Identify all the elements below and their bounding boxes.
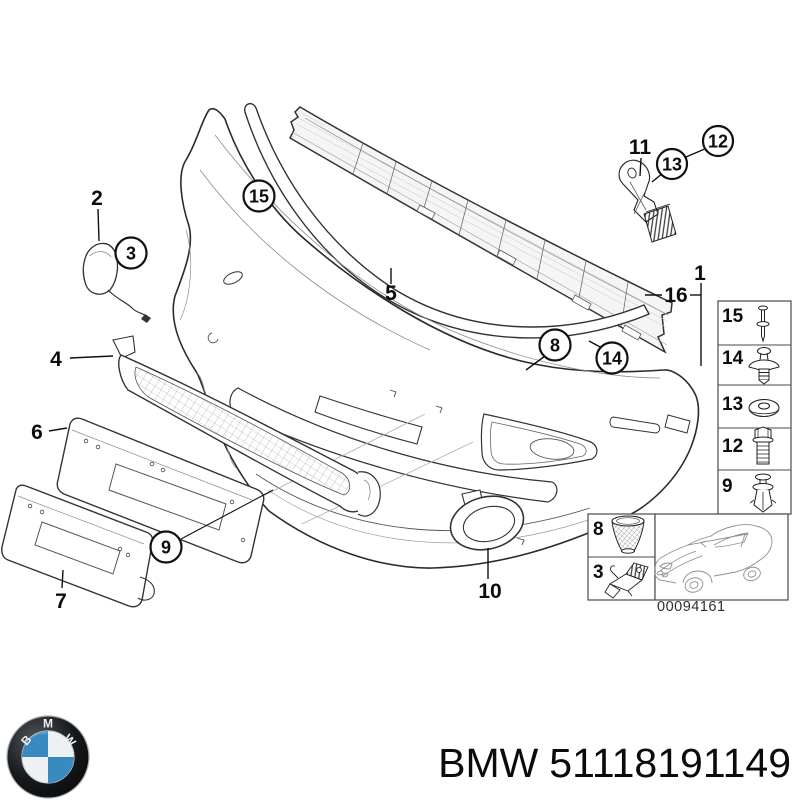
fastener-table: 15 14 13 [717,300,792,515]
alignment-lines [252,413,474,525]
svg-text:8: 8 [550,336,560,356]
callout-9: 9 [149,530,183,564]
hex-bolt-icon [752,426,774,465]
marker-slot [609,416,661,434]
fastener-row: 14 [722,347,780,385]
roundel-quadrant-blue [22,731,48,757]
bumper-carrier-part [289,106,673,354]
fastener-row: 15 [722,305,770,343]
callout-8: 8 [538,328,572,362]
svg-text:14: 14 [722,348,744,369]
brand-name: BMW [438,740,539,786]
push-rivet-icon [756,305,770,343]
parts-exploded-diagram: 2 4 6 7 5 10 11 1 16 3 15 13 12 8 [1,102,792,615]
callout-5: 5 [385,282,397,305]
bmw-roundel-logo: B M W [6,715,90,799]
mesh-grille-part [112,335,381,517]
svg-text:3: 3 [593,562,604,583]
callout-1: 1 [694,262,706,285]
legend-item: 3 [593,562,649,599]
left-opening [314,395,423,445]
legend-item: 8 [593,515,645,554]
svg-text:12: 12 [722,436,743,457]
legend-box: 8 3 [587,513,656,601]
plate-base-part [56,417,265,564]
callout-6: 6 [31,421,43,444]
svg-text:13: 13 [662,155,682,175]
part-number: 51118191149 [549,740,791,786]
callout-15: 15 [242,179,276,213]
vehicle-box [654,513,789,601]
callout-10: 10 [478,580,501,603]
washer-bracket-icon [604,562,649,599]
expanding-rivet-icon [748,347,780,385]
svg-text:13: 13 [722,394,743,415]
callout-11: 11 [629,136,652,159]
grommet-washer-icon [748,398,780,418]
mesh-insert-icon [611,515,645,554]
plate-pad-part [1,484,155,608]
callout-4: 4 [50,348,62,371]
reflector-slot [664,414,691,434]
svg-text:12: 12 [708,132,728,152]
callout-14: 14 [595,341,629,375]
trim-strip-part [244,102,650,339]
svg-text:9: 9 [161,538,171,558]
callout-13: 13 [655,147,689,181]
fog-ring-part [449,489,525,551]
car-sketch-icon [654,524,773,593]
callout-16: 16 [664,284,687,307]
expansion-clip-icon [749,473,777,513]
svg-text:3: 3 [126,244,136,264]
leader-lines [48,147,708,589]
svg-text:14: 14 [602,349,622,369]
svg-text:15: 15 [249,187,269,207]
callout-12: 12 [701,124,735,158]
callout-3: 3 [114,236,148,270]
callout-2: 2 [91,187,103,210]
fastener-row: 9 [722,473,777,513]
diagram-image-code: 00094161 [657,599,726,615]
roundel-quadrant-blue [48,757,74,783]
fastener-row: 12 [722,426,774,465]
callout-7: 7 [55,590,67,613]
fog-lamp-recess [480,413,598,471]
fastener-row: 13 [722,394,780,418]
svg-text:15: 15 [722,306,744,327]
logo-letter: M [43,717,53,731]
svg-text:8: 8 [593,519,604,540]
holder-bracket-part [618,159,677,243]
tow-hook-cap-part [82,242,151,323]
svg-text:9: 9 [722,476,733,497]
